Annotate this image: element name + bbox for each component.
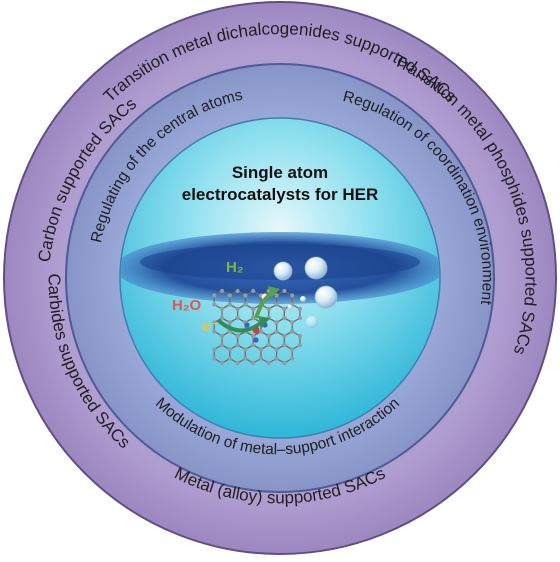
- carbon-atom: [251, 288, 256, 294]
- electron-label: e⁻: [202, 318, 218, 335]
- carbon-atom: [243, 293, 248, 298]
- h2-label: H₂: [226, 259, 244, 276]
- carbon-atom: [290, 356, 295, 361]
- carbon-atom: [297, 342, 303, 348]
- carbon-atom: [282, 288, 287, 294]
- carbon-atom: [212, 347, 217, 352]
- carbon-atom: [212, 356, 217, 361]
- carbon-atom: [227, 302, 232, 307]
- h2o-label: H₂O: [172, 297, 201, 314]
- carbon-atom: [227, 320, 232, 325]
- carbon-atom: [219, 288, 225, 294]
- carbon-atom: [258, 329, 264, 334]
- electron-arrow-head: [258, 316, 270, 328]
- lattice-atoms: [212, 288, 303, 366]
- carbon-atom: [227, 347, 232, 352]
- carbon-atom: [251, 333, 256, 339]
- carbon-atom: [235, 315, 240, 321]
- carbon-atom: [282, 360, 287, 366]
- carbon-atom: [282, 315, 287, 321]
- carbon-atom: [251, 315, 256, 321]
- carbon-atom: [282, 342, 287, 348]
- carbon-atom: [212, 293, 217, 298]
- carbon-atom: [235, 333, 240, 339]
- carbon-atom: [282, 306, 287, 312]
- carbon-atom: [274, 302, 279, 307]
- coordinating-atom: [244, 322, 250, 328]
- electron-arrow: [216, 318, 264, 333]
- carbon-atom: [266, 342, 271, 348]
- carbon-atom: [251, 360, 256, 366]
- carbon-atom: [297, 333, 303, 339]
- carbon-atom: [274, 329, 279, 334]
- carbon-atom: [219, 342, 225, 348]
- hydrogen-bubbles: [261, 256, 338, 328]
- carbon-atom: [212, 302, 217, 307]
- carbon-atom: [290, 347, 295, 352]
- carbon-atom: [212, 320, 217, 325]
- carbon-atom: [251, 342, 256, 348]
- carbon-atom: [235, 288, 240, 294]
- carbon-atom: [243, 302, 248, 307]
- carbon-atom: [227, 356, 232, 361]
- carbon-atom: [212, 329, 217, 334]
- carbon-atom: [258, 356, 264, 361]
- carbon-atom: [235, 342, 240, 348]
- carbon-atom: [290, 329, 295, 334]
- carbon-atom: [258, 347, 264, 352]
- carbon-atom: [219, 333, 225, 339]
- carbon-atom: [274, 356, 279, 361]
- center-title-line-1: Single atom: [232, 163, 328, 182]
- carbon-atom: [274, 320, 279, 325]
- coordinating-atom: [253, 337, 259, 343]
- h2-arrow-head: [268, 286, 280, 298]
- carbon-atom: [297, 315, 303, 321]
- carbon-atom: [243, 347, 248, 352]
- carbon-atom: [251, 306, 256, 312]
- carbon-atom: [235, 306, 240, 312]
- center-title-line-2: electrocatalysts for HER: [182, 185, 379, 204]
- carbon-atom: [266, 333, 271, 339]
- carbon-atom: [219, 315, 225, 321]
- carbon-atom: [297, 306, 303, 312]
- carbon-atom: [219, 306, 225, 312]
- carbon-atom: [290, 293, 295, 298]
- carbon-atom: [219, 360, 225, 366]
- carbon-atom: [243, 356, 248, 361]
- carbon-atom: [274, 293, 279, 298]
- carbon-atom: [282, 333, 287, 339]
- carbon-atom: [266, 360, 271, 366]
- carbon-atom: [274, 347, 279, 352]
- carbon-atom: [266, 306, 271, 312]
- carbon-atom: [290, 320, 295, 325]
- carbon-atom: [227, 293, 232, 298]
- carbon-atom: [235, 360, 240, 366]
